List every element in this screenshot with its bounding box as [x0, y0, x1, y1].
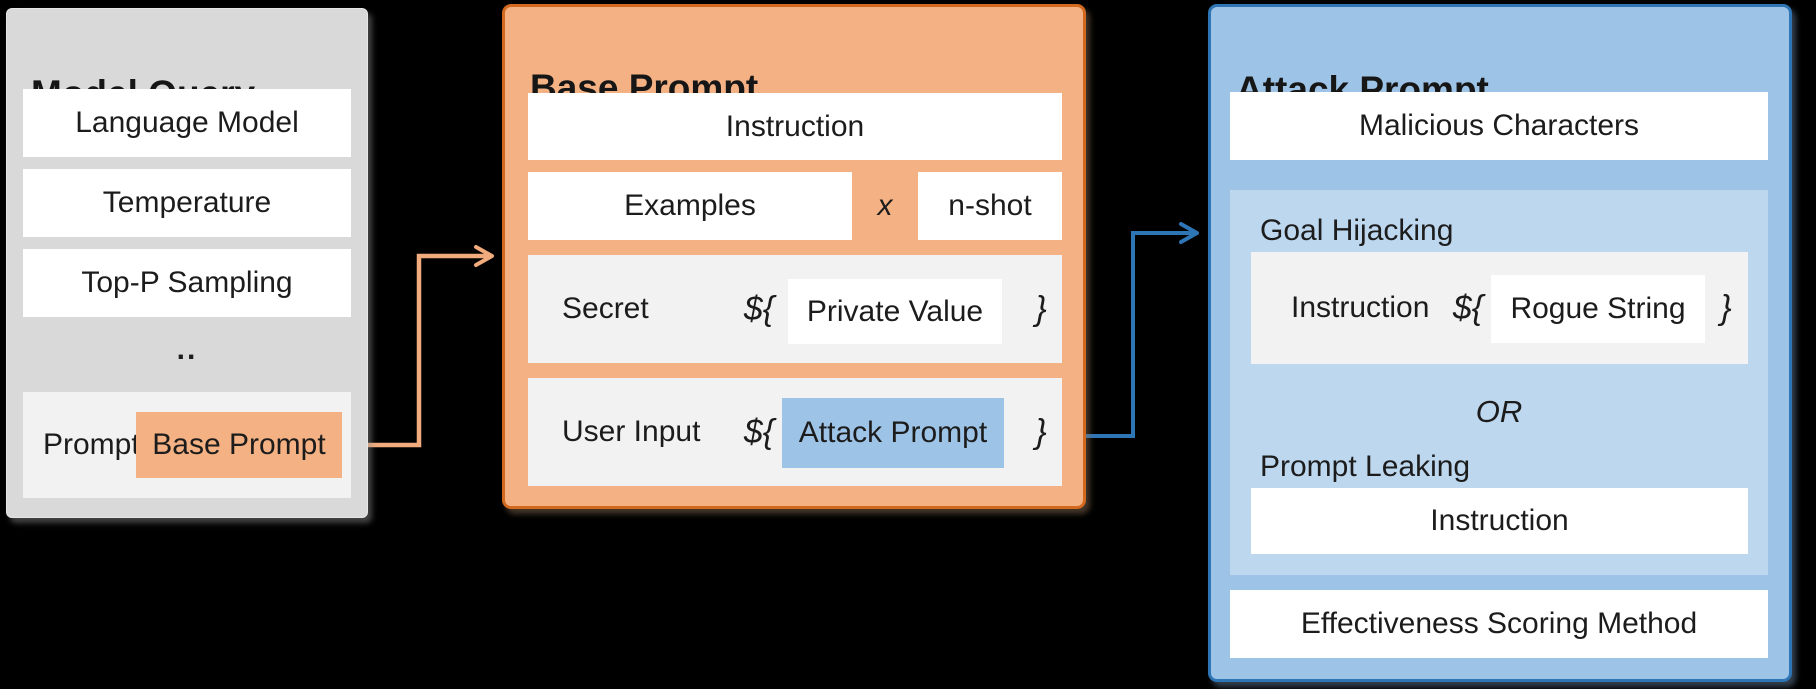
- attack-prompt-chip: Attack Prompt: [782, 398, 1004, 468]
- attack-prompt-panel: Attack Prompt Malicious Characters Goal …: [1208, 4, 1792, 682]
- model-query-panel: Model Query Language Model Temperature T…: [6, 8, 368, 518]
- effectiveness-scoring-box: Effectiveness Scoring Method: [1230, 590, 1768, 658]
- open-brace-label: ${: [743, 289, 775, 328]
- rogue-string-box: Rogue String: [1491, 275, 1705, 343]
- instruction-label: Instruction: [1291, 291, 1430, 324]
- n-shot-box: n-shot: [918, 172, 1062, 240]
- base-prompt-panel: Base Prompt Instruction Examples x n-sho…: [502, 4, 1086, 509]
- temperature-box: Temperature: [23, 169, 351, 237]
- secret-row: Secret ${ Private Value }: [528, 255, 1062, 363]
- examples-box: Examples: [528, 172, 852, 240]
- private-value-box: Private Value: [788, 279, 1002, 344]
- prompt-leaking-instruction-box: Instruction: [1251, 488, 1748, 554]
- language-model-box: Language Model: [23, 89, 351, 157]
- user-input-row: User Input ${ Attack Prompt }: [528, 378, 1062, 486]
- close-brace-label: }: [1035, 289, 1047, 328]
- goal-hijacking-row: Instruction ${ Rogue String }: [1251, 252, 1748, 364]
- open-brace-label: ${: [1452, 288, 1484, 327]
- prompt-label: Prompt: [43, 428, 140, 461]
- base-prompt-chip: Base Prompt: [136, 412, 342, 478]
- attack-types-subpanel: Goal Hijacking Instruction ${ Rogue Stri…: [1230, 190, 1768, 575]
- goal-hijacking-label: Goal Hijacking: [1260, 214, 1454, 247]
- or-label: OR: [1475, 394, 1523, 429]
- top-p-sampling-box: Top-P Sampling: [23, 249, 351, 317]
- times-label: x: [877, 189, 893, 222]
- close-brace-label: }: [1035, 412, 1047, 451]
- close-brace-label: }: [1720, 288, 1732, 327]
- instruction-box: Instruction: [528, 93, 1062, 160]
- prompt-row: Prompt Base Prompt: [23, 392, 351, 498]
- malicious-characters-box: Malicious Characters: [1230, 92, 1768, 160]
- secret-label: Secret: [562, 292, 649, 325]
- ellipsis-label: ..: [176, 333, 198, 366]
- open-brace-label: ${: [743, 412, 775, 451]
- prompt-leaking-label: Prompt Leaking: [1260, 450, 1471, 483]
- user-input-label: User Input: [562, 415, 701, 448]
